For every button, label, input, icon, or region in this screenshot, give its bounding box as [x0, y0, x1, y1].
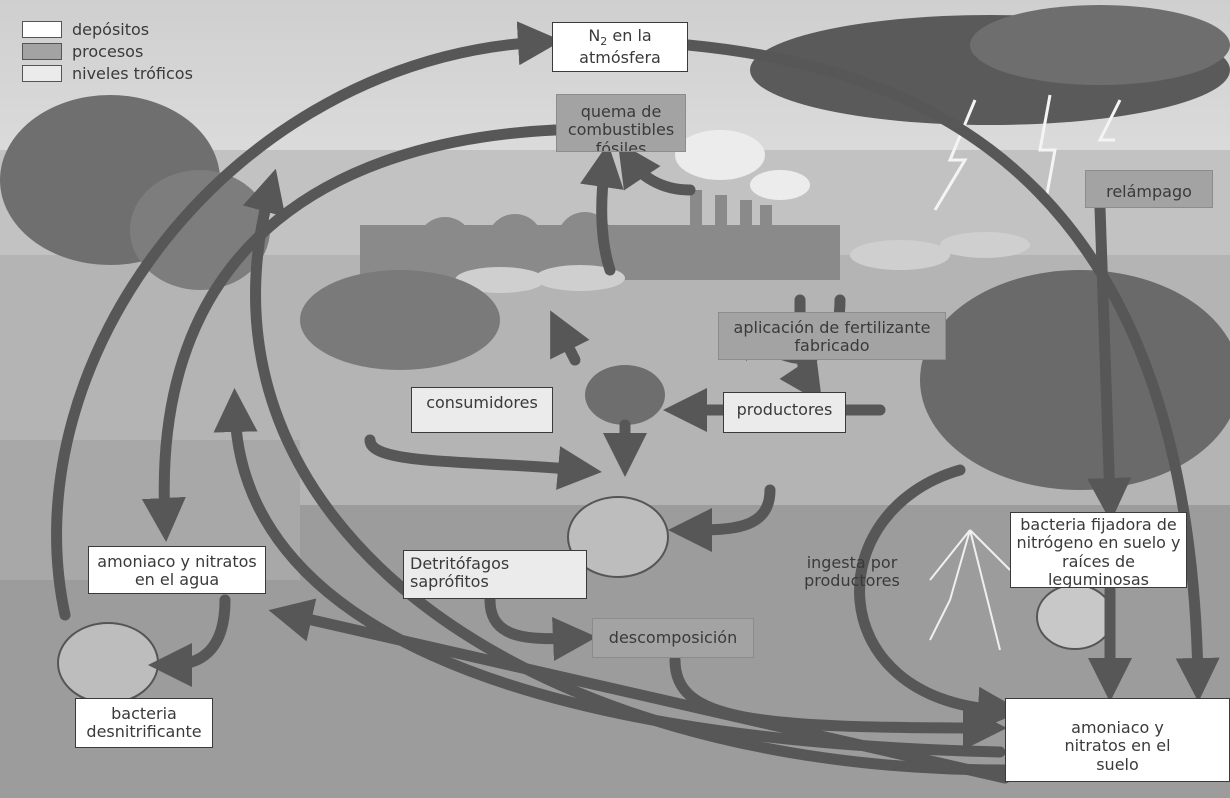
microbe-circle-1 [58, 623, 158, 703]
legend: depósitos procesos niveles tróficos [22, 18, 222, 88]
smoke [675, 130, 765, 180]
legend-item-trophic-levels: niveles tróficos [22, 62, 222, 84]
box-producer-uptake: ingesta por productores [794, 552, 910, 598]
legend-label-deposits: depósitos [72, 20, 149, 39]
box-decomposition: descomposición [592, 618, 754, 658]
box-fossil-fuel-burning: quema de combustibles fósiles [556, 94, 686, 152]
box-water-ammonia-nitrates: amoniaco y nitratos en el agua [88, 546, 266, 594]
box-detritivores: Detritófagos saprófitos [403, 550, 587, 599]
legend-swatch-trophic-levels [22, 65, 62, 82]
box-fertilizer-application: aplicación de fertilizante fabricado [718, 312, 946, 360]
box-n2-atmosphere: N2 en la atmósfera [552, 22, 688, 72]
n2-line2: atmósfera [553, 49, 687, 67]
box-lightning: relámpago [1085, 170, 1213, 208]
box-denitrifying-bacteria: bacteria desnitrificante [75, 698, 213, 748]
shrubs [920, 270, 1230, 490]
legend-label-processes: procesos [72, 42, 143, 61]
legend-item-processes: procesos [22, 40, 222, 62]
box-producers: productores [723, 392, 846, 433]
box-consumers: consumidores [411, 387, 553, 433]
rabbit [585, 365, 665, 425]
wolf [300, 270, 500, 370]
legend-label-trophic-levels: niveles tróficos [72, 64, 193, 83]
box-soil-ammonia-nitrates: amoniaco y nitratos en el suelo [1005, 698, 1230, 782]
legend-swatch-deposits [22, 21, 62, 38]
legend-swatch-processes [22, 43, 62, 60]
box-nitrogen-fixing-bacteria: bacteria fijadora de nitrógeno en suelo … [1010, 512, 1187, 588]
legend-item-deposits: depósitos [22, 18, 222, 40]
microbe-circle-3 [1037, 585, 1113, 649]
n2-rest: en la [607, 26, 651, 45]
n2-symbol: N [588, 26, 600, 45]
